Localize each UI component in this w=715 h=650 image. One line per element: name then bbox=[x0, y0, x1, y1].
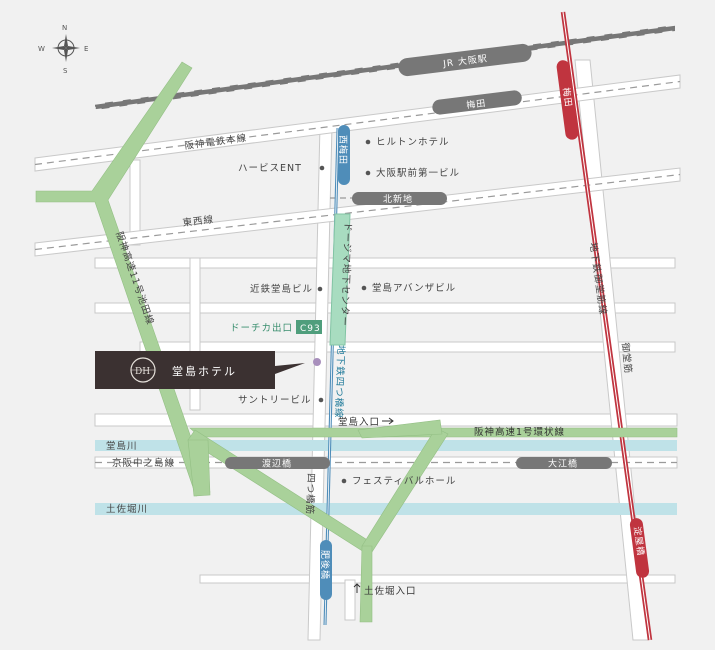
label-yotsubashi-line: 地下鉄四つ橋線 bbox=[332, 345, 347, 419]
landmark-avanza: 堂島アバンザビル bbox=[372, 282, 456, 294]
station-umeda-midosuji-label: 梅田 bbox=[560, 87, 575, 108]
entrances: 堂島入口 土佐堀入口 bbox=[338, 416, 417, 597]
road-h1 bbox=[94, 257, 676, 269]
landmarks: ヒルトンホテル ハービスENT 大阪駅前第一ビル 近鉄堂島ビル 堂島アバンザビル… bbox=[238, 137, 460, 487]
road-h3 bbox=[139, 341, 676, 353]
station-watanabebashi bbox=[225, 457, 330, 469]
landmark-herbis: ハービスENT bbox=[238, 163, 302, 174]
arrow-right-icon bbox=[382, 417, 394, 425]
station-hanshin-umeda-label: 梅田 bbox=[466, 97, 487, 111]
road-h5 bbox=[199, 574, 676, 584]
dojima-river bbox=[95, 440, 677, 451]
station-higobashi bbox=[320, 540, 332, 600]
road-v1 bbox=[129, 159, 141, 246]
exit-c93: ドーチカ出口 C93 bbox=[230, 320, 322, 334]
station-kitashinchi-label: 北新地 bbox=[383, 193, 413, 205]
hotel-location-dot bbox=[313, 358, 321, 366]
exit-dochika-label: ドーチカ出口 bbox=[230, 322, 293, 334]
compass-e: E bbox=[84, 45, 88, 53]
station-higobashi-label: 肥後橋 bbox=[319, 550, 331, 580]
landmark-festival: フェスティバルホール bbox=[352, 476, 456, 487]
hanshin-ikeda-expressway bbox=[35, 61, 211, 497]
landmark-suntory: サントリービル bbox=[238, 395, 312, 406]
street-labels: 四つ橋筋 御堂筋 bbox=[304, 342, 635, 515]
landmark-ekimae: 大阪駅前第一ビル bbox=[376, 167, 460, 179]
road-h4 bbox=[94, 413, 678, 427]
river-labels: 堂島川 土佐堀川 bbox=[106, 440, 148, 515]
stations: JR 大阪駅 梅田 北新地 渡辺橋 大江橋 西梅田 肥後橋 梅田 淀屋橋 bbox=[225, 43, 650, 600]
hotel-name: 堂島ホテル bbox=[172, 364, 237, 378]
hotel-callout: DH 堂島ホテル bbox=[95, 351, 321, 389]
landmark-hilton: ヒルトンホテル bbox=[376, 137, 450, 148]
station-watanabebashi-label: 渡辺橋 bbox=[262, 458, 292, 470]
landmark-kintetsu: 近鉄堂島ビル bbox=[250, 283, 313, 295]
entrance-tosabori: 土佐堀入口 bbox=[364, 585, 417, 597]
station-yodoyabashi bbox=[629, 518, 650, 578]
road-h2 bbox=[94, 302, 676, 314]
exit-c93-code: C93 bbox=[300, 324, 321, 334]
hotel-label-box bbox=[95, 351, 305, 389]
label-tosabori-river: 土佐堀川 bbox=[106, 503, 148, 515]
compass-w: W bbox=[38, 45, 45, 53]
arrow-up-icon bbox=[353, 583, 361, 593]
label-tozai: 東西線 bbox=[182, 213, 215, 229]
entrance-dojima: 堂島入口 bbox=[338, 416, 380, 428]
compass: N S E W bbox=[38, 24, 88, 75]
label-dojima-river: 堂島川 bbox=[106, 440, 138, 452]
label-hanshin-loop: 阪神高速1号環状線 bbox=[474, 426, 565, 438]
exit-c93-badge bbox=[296, 320, 322, 334]
station-nishi-umeda-label: 西梅田 bbox=[337, 135, 349, 165]
station-kitashinchi bbox=[352, 192, 447, 205]
rail-lines bbox=[34, 24, 681, 469]
station-hanshin-umeda bbox=[432, 90, 522, 115]
label-dojima-chikagai: ドージマ地下センター bbox=[338, 222, 354, 327]
label-yotsubashi-suji: 四つ橋筋 bbox=[304, 473, 317, 515]
compass-s: S bbox=[63, 67, 68, 75]
road-v4 bbox=[344, 579, 356, 621]
label-midosuji-street: 御堂筋 bbox=[619, 342, 634, 375]
label-keihan: 京阪中之島線 bbox=[112, 457, 175, 469]
station-umeda-midosuji bbox=[556, 60, 579, 140]
compass-n: N bbox=[62, 24, 67, 32]
hotel-logo-text: DH bbox=[135, 367, 150, 377]
station-jr-osaka bbox=[398, 43, 532, 77]
station-nishi-umeda bbox=[338, 125, 350, 185]
station-oebashi-label: 大江橋 bbox=[548, 458, 578, 470]
station-oebashi bbox=[516, 457, 612, 469]
dojima-chikagai bbox=[329, 213, 351, 346]
